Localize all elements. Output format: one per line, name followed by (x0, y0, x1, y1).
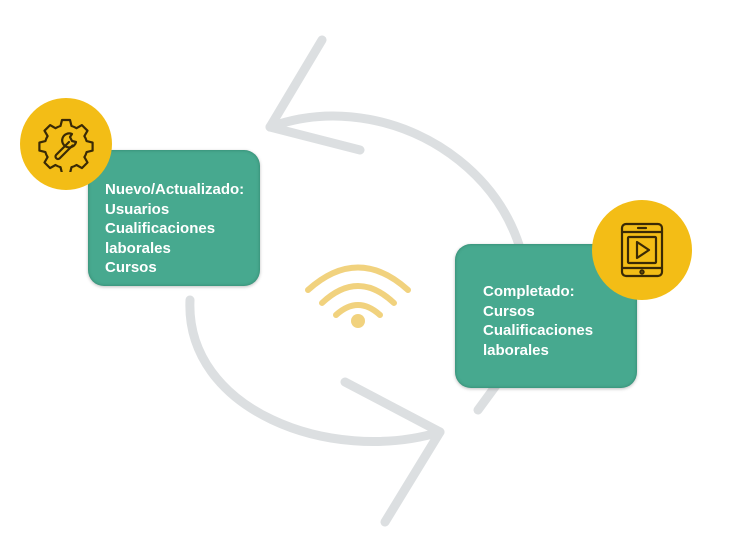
completed-item-courses: Cursos (483, 302, 535, 320)
completed-item-labor: laborales (483, 341, 549, 359)
wifi-icon (305, 264, 411, 328)
completed-item-qualifications: Cualificaciones (483, 322, 594, 339)
new-updated-item-qualifications: Cualificaciones (105, 220, 216, 237)
tablet-play-icon (620, 222, 664, 278)
tablet-badge (592, 200, 692, 300)
cycle-arc-bottom (185, 295, 445, 447)
new-updated-item-courses: Cursos (105, 259, 157, 276)
arrowhead-bottom (340, 377, 445, 527)
new-updated-item-labor: laborales (105, 239, 171, 257)
completed-heading: Completado: (483, 283, 575, 300)
new-updated-item-users: Usuarios (105, 200, 170, 218)
new-updated-card: Nuevo/Actualizado: Usuarios Cualificacio… (88, 150, 260, 286)
new-updated-heading: Nuevo/Actualizado: (105, 181, 245, 198)
completed-card: Completado: Cursos Cualificaciones labor… (455, 244, 637, 388)
gear-wrench-icon (38, 118, 94, 172)
arrowhead-top (265, 35, 365, 155)
gear-badge (20, 98, 112, 190)
